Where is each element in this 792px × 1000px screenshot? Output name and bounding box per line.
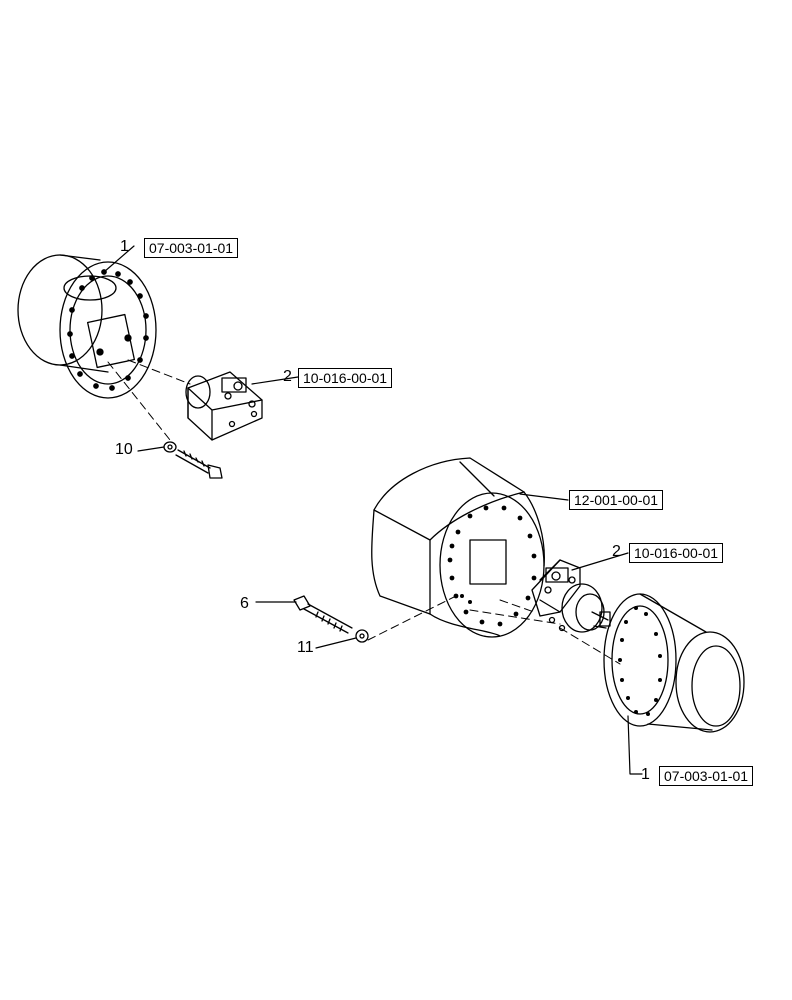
callout-number-hub-right: 1: [641, 766, 650, 783]
callout-number-washer-left: 10: [115, 441, 133, 458]
ref-box-tire[interactable]: 12-001-00-01: [569, 490, 664, 510]
hydraulic-motor-right: [531, 559, 611, 633]
callout-number-bolt: 6: [240, 595, 249, 612]
alignment-lines-left: [107, 359, 191, 441]
ref-box-hub-left[interactable]: 07-003-01-01: [144, 238, 239, 258]
tire: [371, 457, 545, 638]
callout-number-hub-left: 1: [120, 238, 129, 255]
ref-box-hub-right[interactable]: 07-003-01-01: [659, 766, 754, 786]
callout-number-motor-left: 2: [283, 368, 292, 385]
final-drive-hub-left: [17, 254, 157, 399]
final-drive-hub-right: [603, 593, 745, 733]
washer-bolt-left: [163, 441, 223, 479]
ref-box-motor-left[interactable]: 10-016-00-01: [298, 368, 393, 388]
hydraulic-motor-left: [185, 371, 263, 441]
callout-number-washer-right: 11: [297, 639, 314, 656]
alignment-lines-right: [367, 595, 621, 665]
leader-lines: [103, 245, 643, 775]
ref-box-motor-right[interactable]: 10-016-00-01: [629, 543, 724, 563]
callout-number-motor-right: 2: [612, 543, 621, 560]
bolt-washer-right: [293, 595, 369, 643]
